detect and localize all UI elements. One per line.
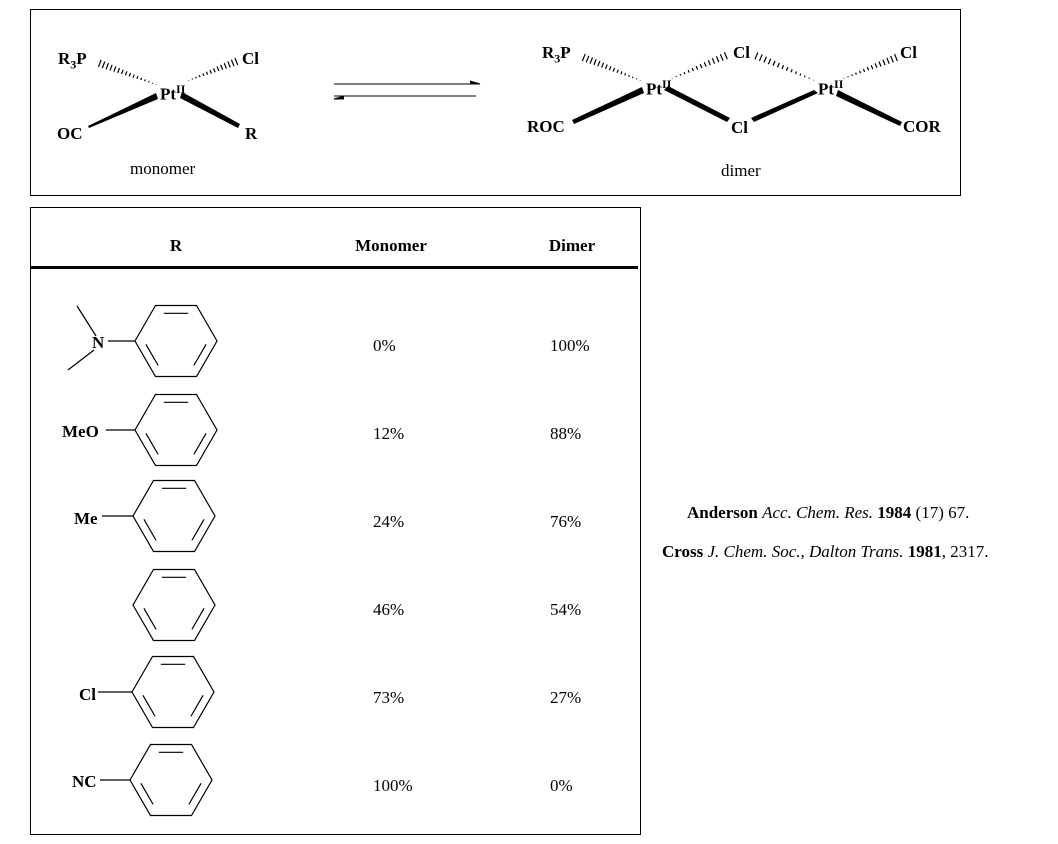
dimer-hash-cl-right (754, 52, 815, 81)
table-cell-monomer: 73% (373, 688, 405, 707)
monomer-co-label: OC (57, 124, 83, 143)
dimer-wedge-cl-left (664, 86, 730, 122)
monomer-cl-label: Cl (242, 49, 259, 68)
dimer-wedge-cl-right (751, 90, 818, 122)
scheme-frame (30, 9, 961, 196)
table-frame (30, 207, 641, 835)
monomer-hash-p (97, 59, 157, 86)
dimer-hash-p (581, 53, 641, 81)
dimer-wedge-roc (572, 87, 644, 124)
monomer-caption: monomer (130, 159, 196, 178)
dimer-phosphine-label: R3P (542, 43, 571, 66)
dimer-bridge-cl-bottom: Cl (731, 118, 748, 137)
table-cell-monomer: 100% (373, 776, 413, 795)
table-cell-dimer: 76% (550, 512, 582, 531)
substituent-label-nme2: N (92, 333, 105, 352)
table-cell-dimer: 54% (550, 600, 582, 619)
benzene-ring-row5 (131, 655, 215, 729)
table-cell-dimer: 88% (550, 424, 582, 443)
table-cell-monomer: 24% (373, 512, 405, 531)
dimer-hash-cl-left (671, 52, 728, 79)
monomer-wedge-co (88, 93, 158, 128)
dimer-pt-left-label: PtII (646, 77, 672, 99)
dimer-caption: dimer (721, 161, 761, 180)
column-header-monomer: Monomer (355, 236, 427, 255)
substituent-label-meo: MeO (62, 422, 99, 441)
benzene-ring-row4 (132, 568, 216, 642)
table-header-rule (30, 266, 638, 269)
monomer-wedge-r (180, 92, 240, 128)
monomer-hash-cl (188, 57, 239, 82)
dimer-roc-label: ROC (527, 117, 565, 136)
benzene-ring-row3 (132, 479, 216, 553)
benzene-ring-row6 (129, 743, 213, 817)
dimer-cor-label: COR (903, 117, 941, 136)
column-header-r: R (169, 236, 183, 255)
reference-anderson: Anderson Acc. Chem. Res. 1984 (17) 67. (687, 503, 970, 522)
equilibrium-arrows (333, 80, 481, 100)
column-header-dimer: Dimer (548, 236, 596, 255)
table-cell-monomer: 12% (373, 424, 405, 443)
dimer-pt-right-label: PtII (818, 77, 844, 99)
table-cell-dimer: 0% (550, 776, 573, 795)
n-methyl-bond-upper (76, 305, 97, 337)
benzene-ring-row2 (134, 393, 218, 467)
dimer-hash-cl-terminal (843, 53, 898, 79)
monomer-pt-label: PtII (160, 82, 186, 104)
dimer-terminal-cl: Cl (900, 43, 917, 62)
monomer-r-label: R (245, 124, 258, 143)
dimer-bridge-cl-top: Cl (733, 43, 750, 62)
substituent-label-me: Me (74, 509, 98, 528)
table-cell-monomer: 46% (373, 600, 405, 619)
table-cell-monomer: 0% (373, 336, 396, 355)
table-cell-dimer: 27% (550, 688, 582, 707)
reference-cross: Cross J. Chem. Soc., Dalton Trans. 1981,… (662, 542, 989, 561)
benzene-ring-row1 (134, 304, 218, 378)
monomer-phosphine-label: R3P (58, 49, 87, 72)
substituent-label-cl: Cl (79, 685, 96, 704)
dimer-wedge-cor (836, 90, 902, 126)
table-cell-dimer: 100% (550, 336, 590, 355)
substituent-label-nc: NC (72, 772, 97, 791)
n-methyl-bond-lower (67, 349, 95, 371)
